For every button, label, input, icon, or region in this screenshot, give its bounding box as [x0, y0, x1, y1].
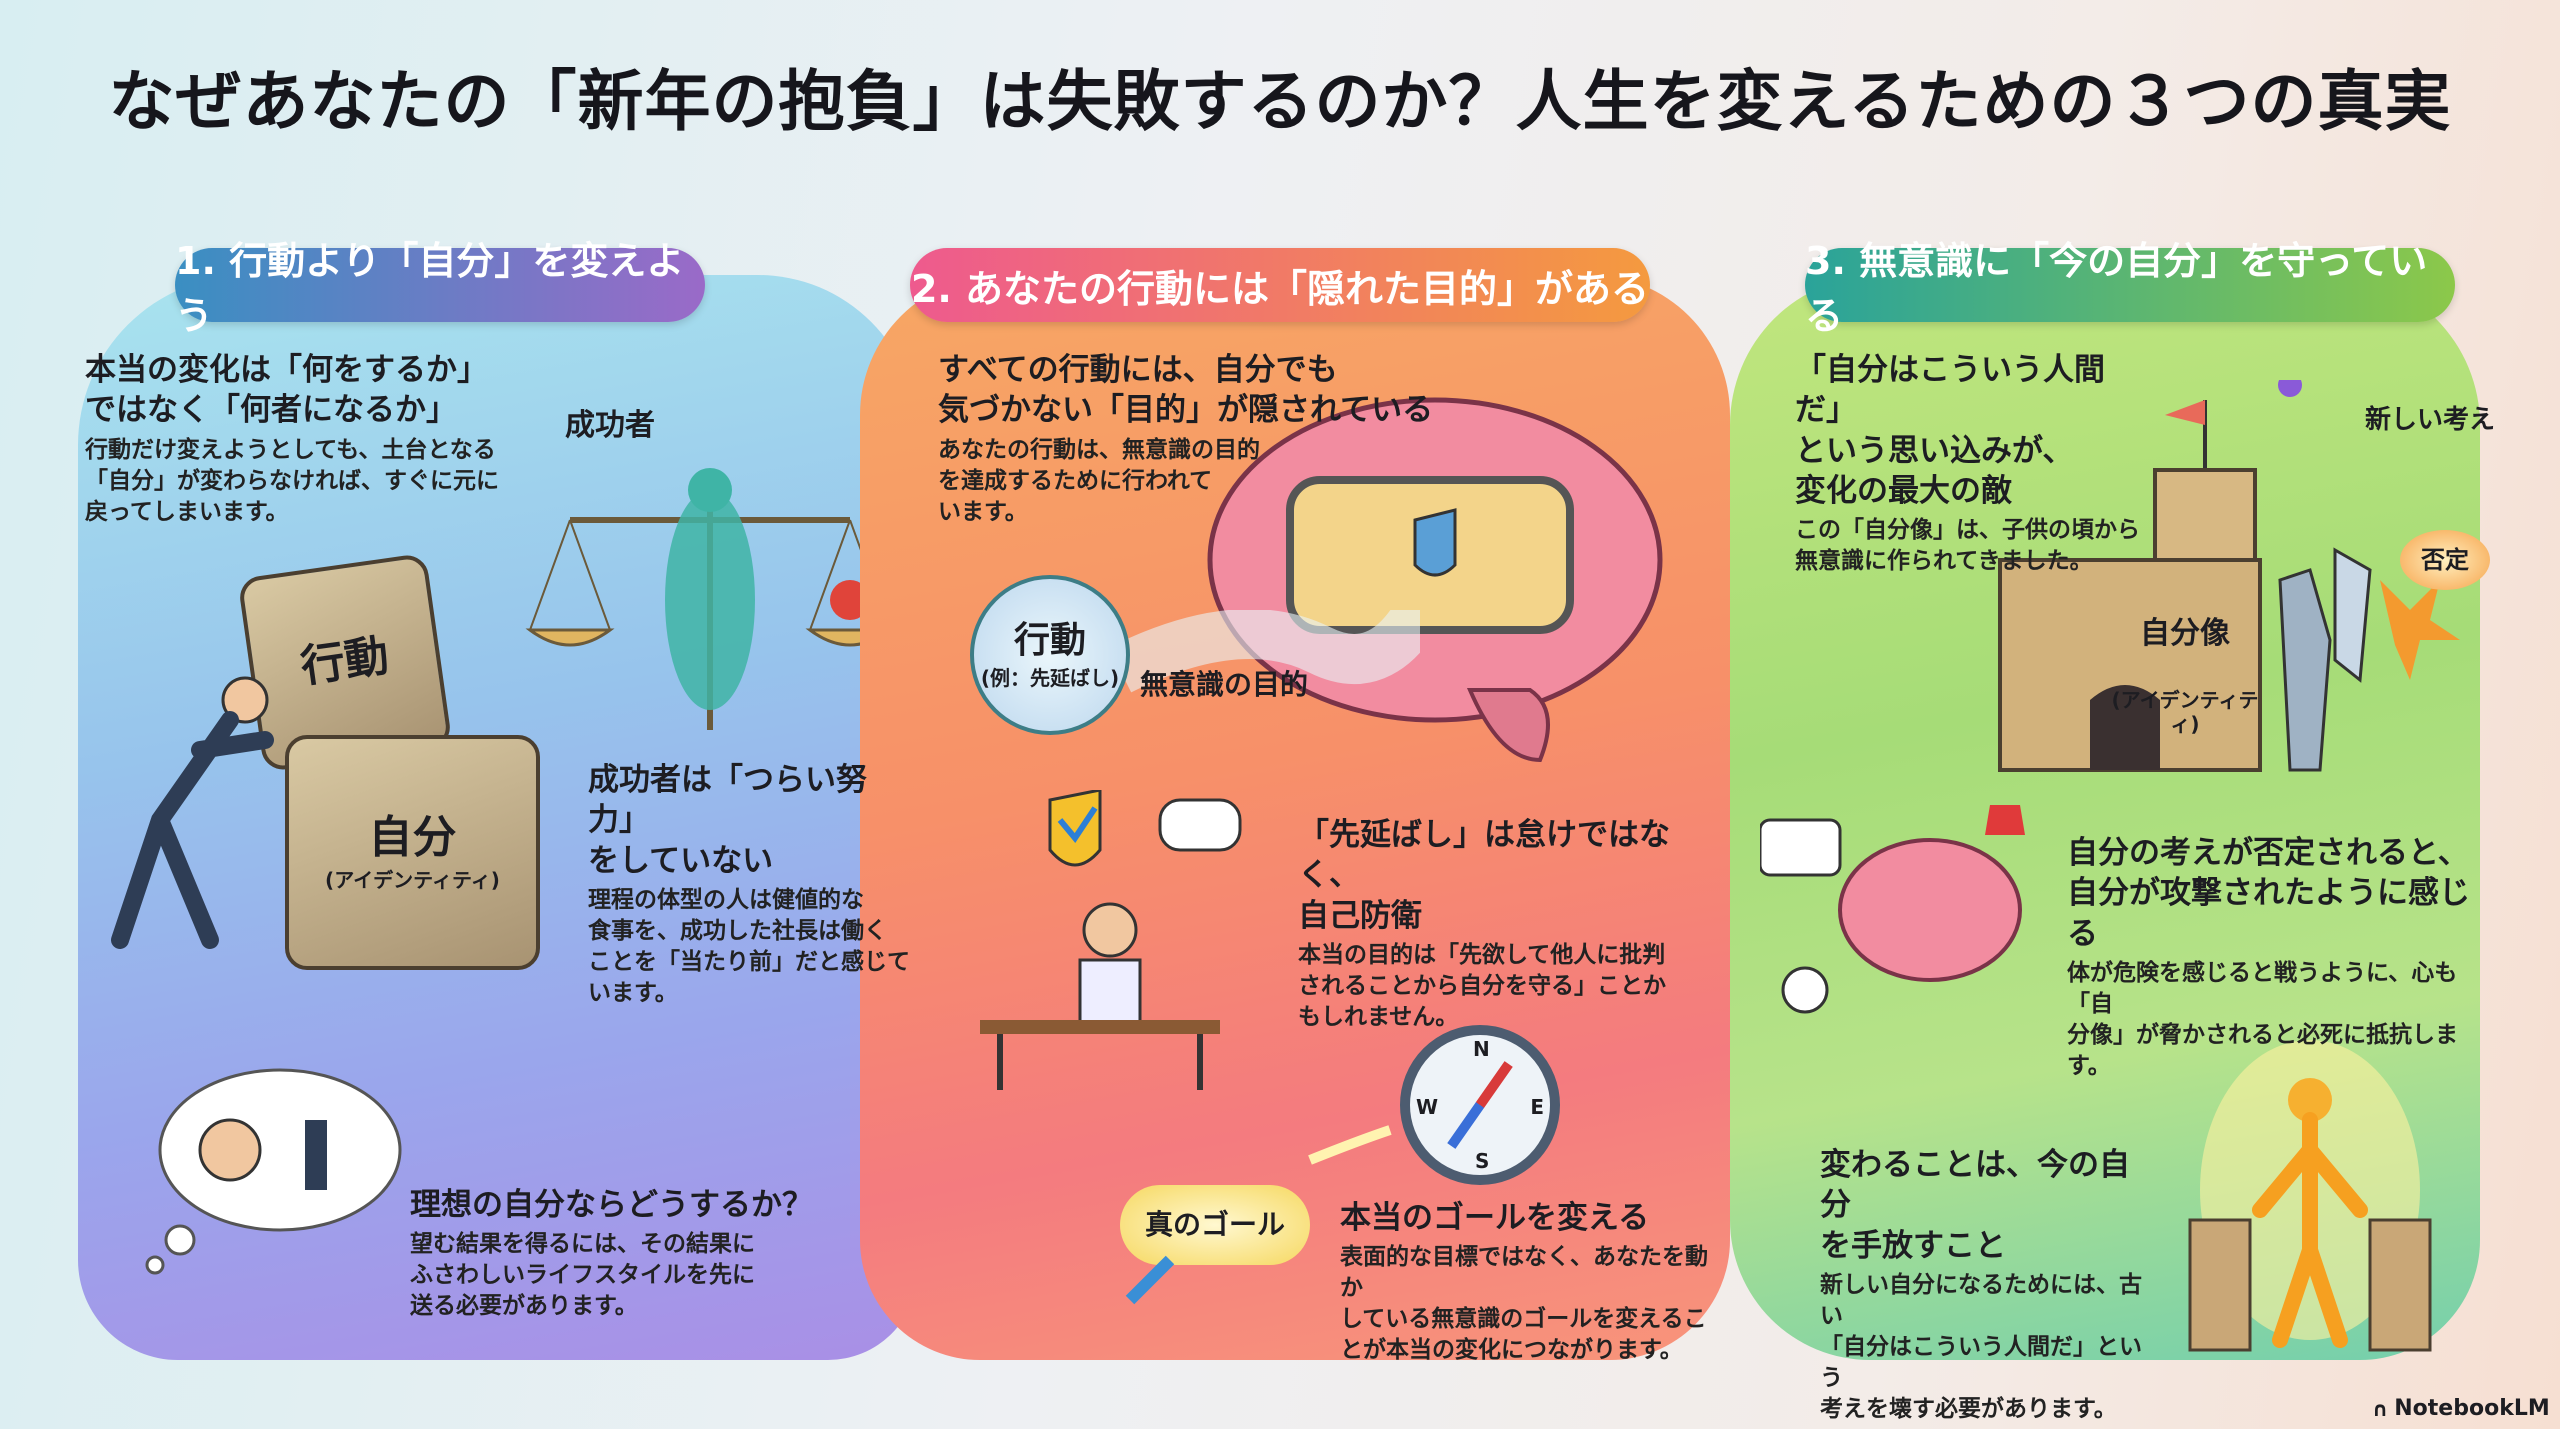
block-body: 新しい自分になるためには、古い 「自分はこういう人間だ」という 考えを壊す必要が…	[1820, 1271, 2142, 1423]
block-body: 本当の目的は「先欲して他人に批判 されることから自分を守る」ことか もしれません…	[1298, 941, 1666, 1030]
block-heading: 変わることは、今の自分 を手放すこと	[1820, 1147, 2130, 1264]
section-2-title: 2. あなたの行動には「隠れた目的」がある	[910, 248, 1650, 322]
true-goal-label: 真のゴール	[1144, 1208, 1285, 1242]
block-body: 望む結果を得るには、その結果に ふさわしいライフスタイルを先に 送る必要がありま…	[410, 1231, 755, 1320]
successful-person-label: 成功者	[565, 408, 655, 443]
self-image-title: 自分像	[2140, 616, 2230, 651]
notebooklm-logo-icon: ∩	[2372, 1396, 2389, 1421]
compass-icon: N E S W	[1400, 1025, 1560, 1185]
section-1-block-2: 成功者は「つらい努力」 をしていない 理程の体型の人は健値的な 食事を、成功した…	[588, 760, 918, 1009]
brand-name: NotebookLM	[2394, 1396, 2550, 1421]
castle-and-knight-icon	[1998, 380, 2460, 772]
section-1-title: 1. 行動より「自分」を変えよう	[175, 239, 705, 338]
procrastinating-man-at-desk-icon	[980, 790, 1242, 1090]
connection-tube-icon	[1120, 610, 1420, 693]
action-bubble: 行動 (例：先延ばし)	[970, 575, 1130, 735]
self-image-sub: (アイデンティティ)	[2111, 688, 2259, 736]
stressed-brain-icon	[1760, 805, 2025, 1014]
arrow-icon	[1125, 1125, 1392, 1305]
unconscious-purpose-label: 無意識の目的	[1140, 668, 1309, 701]
section-3-title: 3. 無意識に「今の自分」を守っている	[1805, 239, 2455, 338]
block-body: 体が危険を感じると戦うように、心も「自 分像」が脅かされると必死に抵抗します。	[2067, 959, 2458, 1080]
identity-stone-sub: (アイデンティティ)	[325, 868, 500, 893]
breaking-free-figure-icon	[2188, 1040, 2432, 1352]
block-heading: 理想の自分ならどうするか？	[410, 1187, 813, 1223]
section-3-block-3: 変わることは、今の自分 を手放すこと 新しい自分になるためには、古い 「自分はこ…	[1820, 1145, 2150, 1425]
compass-south: S	[1475, 1149, 1490, 1173]
block-heading: 成功者は「つらい努力」 をしていない	[588, 762, 867, 879]
brand-watermark: ∩ NotebookLM	[2372, 1396, 2550, 1421]
page-title: なぜあなたの「新年の抱負」は失敗するのか？人生を変えるための３つの真実	[108, 63, 2452, 140]
pushing-man-icon	[111, 676, 274, 949]
new-idea-label: 新しい考え	[2365, 405, 2496, 435]
identity-stone-label: 自分	[368, 811, 457, 863]
section-3-block-1: 「自分はこういう人間だ」 という思い込みが、 変化の最大の敵 この「自分像」は、…	[1795, 350, 2155, 577]
self-image-label: 自分像 (アイデンティティ)	[2100, 580, 2270, 772]
block-heading: 本当のゴールを変える	[1340, 1200, 1650, 1236]
compass-west: W	[1416, 1095, 1439, 1119]
true-goal-badge: 真のゴール	[1120, 1185, 1310, 1265]
action-label: 行動	[1013, 619, 1086, 661]
block-body: 理程の体型の人は健値的な 食事を、成功した社長は働く ことを「当たり前」だと感じ…	[588, 886, 910, 1007]
block-heading: 「先延ばし」は怠けではなく、 自己防衛	[1298, 817, 1670, 934]
block-heading: すべての行動には、自分でも 気づかない「目的」が隠されている	[938, 352, 1434, 429]
denial-label: 否定	[2421, 545, 2469, 574]
section-1-block-1: 本当の変化は「何をするか」 ではなく「何者になるか」 行動だけ変えようとしても、…	[85, 350, 605, 528]
block-heading: 「自分はこういう人間だ」 という思い込みが、 変化の最大の敵	[1795, 352, 2105, 509]
section-2-block-3: 本当のゴールを変える 表面的な目標ではなく、あなたを動か している無意識のゴール…	[1340, 1198, 1720, 1366]
section-3-block-2: 自分の考えが否定されると、 自分が攻撃されたように感じる 体が危険を感じると戦う…	[2067, 833, 2477, 1082]
block-body: 表面的な目標ではなく、あなたを動か している無意識のゴールを変えるこ とが本当の…	[1340, 1244, 1708, 1364]
section-2-block-2: 「先延ばし」は怠けではなく、 自己防衛 本当の目的は「先欲して他人に批判 される…	[1298, 815, 1718, 1033]
action-stone-label: 行動	[297, 630, 392, 693]
compass-east: E	[1530, 1095, 1544, 1119]
block-heading: 自分の考えが否定されると、 自分が攻撃されたように感じる	[2067, 835, 2470, 952]
section-2-block-1: すべての行動には、自分でも 気づかない「目的」が隠されている あなたの行動は、無…	[938, 350, 1498, 528]
action-example: (例：先延ばし)	[980, 666, 1120, 691]
block-body: この「自分像」は、子供の頃から 無意識に作られてきました。	[1795, 517, 2140, 575]
section-1-block-3: 理想の自分ならどうするか？ 望む結果を得るには、その結果に ふさわしいライフスタ…	[410, 1185, 830, 1322]
denial-burst: 否定	[2400, 530, 2490, 590]
block-body: 行動だけ変えようとしても、土台となる 「自分」が変わらなければ、すぐに元に 戻っ…	[85, 436, 499, 525]
identity-stone: 自分 (アイデンティティ)	[285, 735, 540, 970]
compass-north: N	[1473, 1037, 1490, 1061]
block-heading: 本当の変化は「何をするか」 ではなく「何者になるか」	[85, 352, 488, 429]
block-body: あなたの行動は、無意識の目的 を達成するために行われて います。	[938, 436, 1260, 525]
thought-bubble-icon	[145, 1068, 402, 1275]
